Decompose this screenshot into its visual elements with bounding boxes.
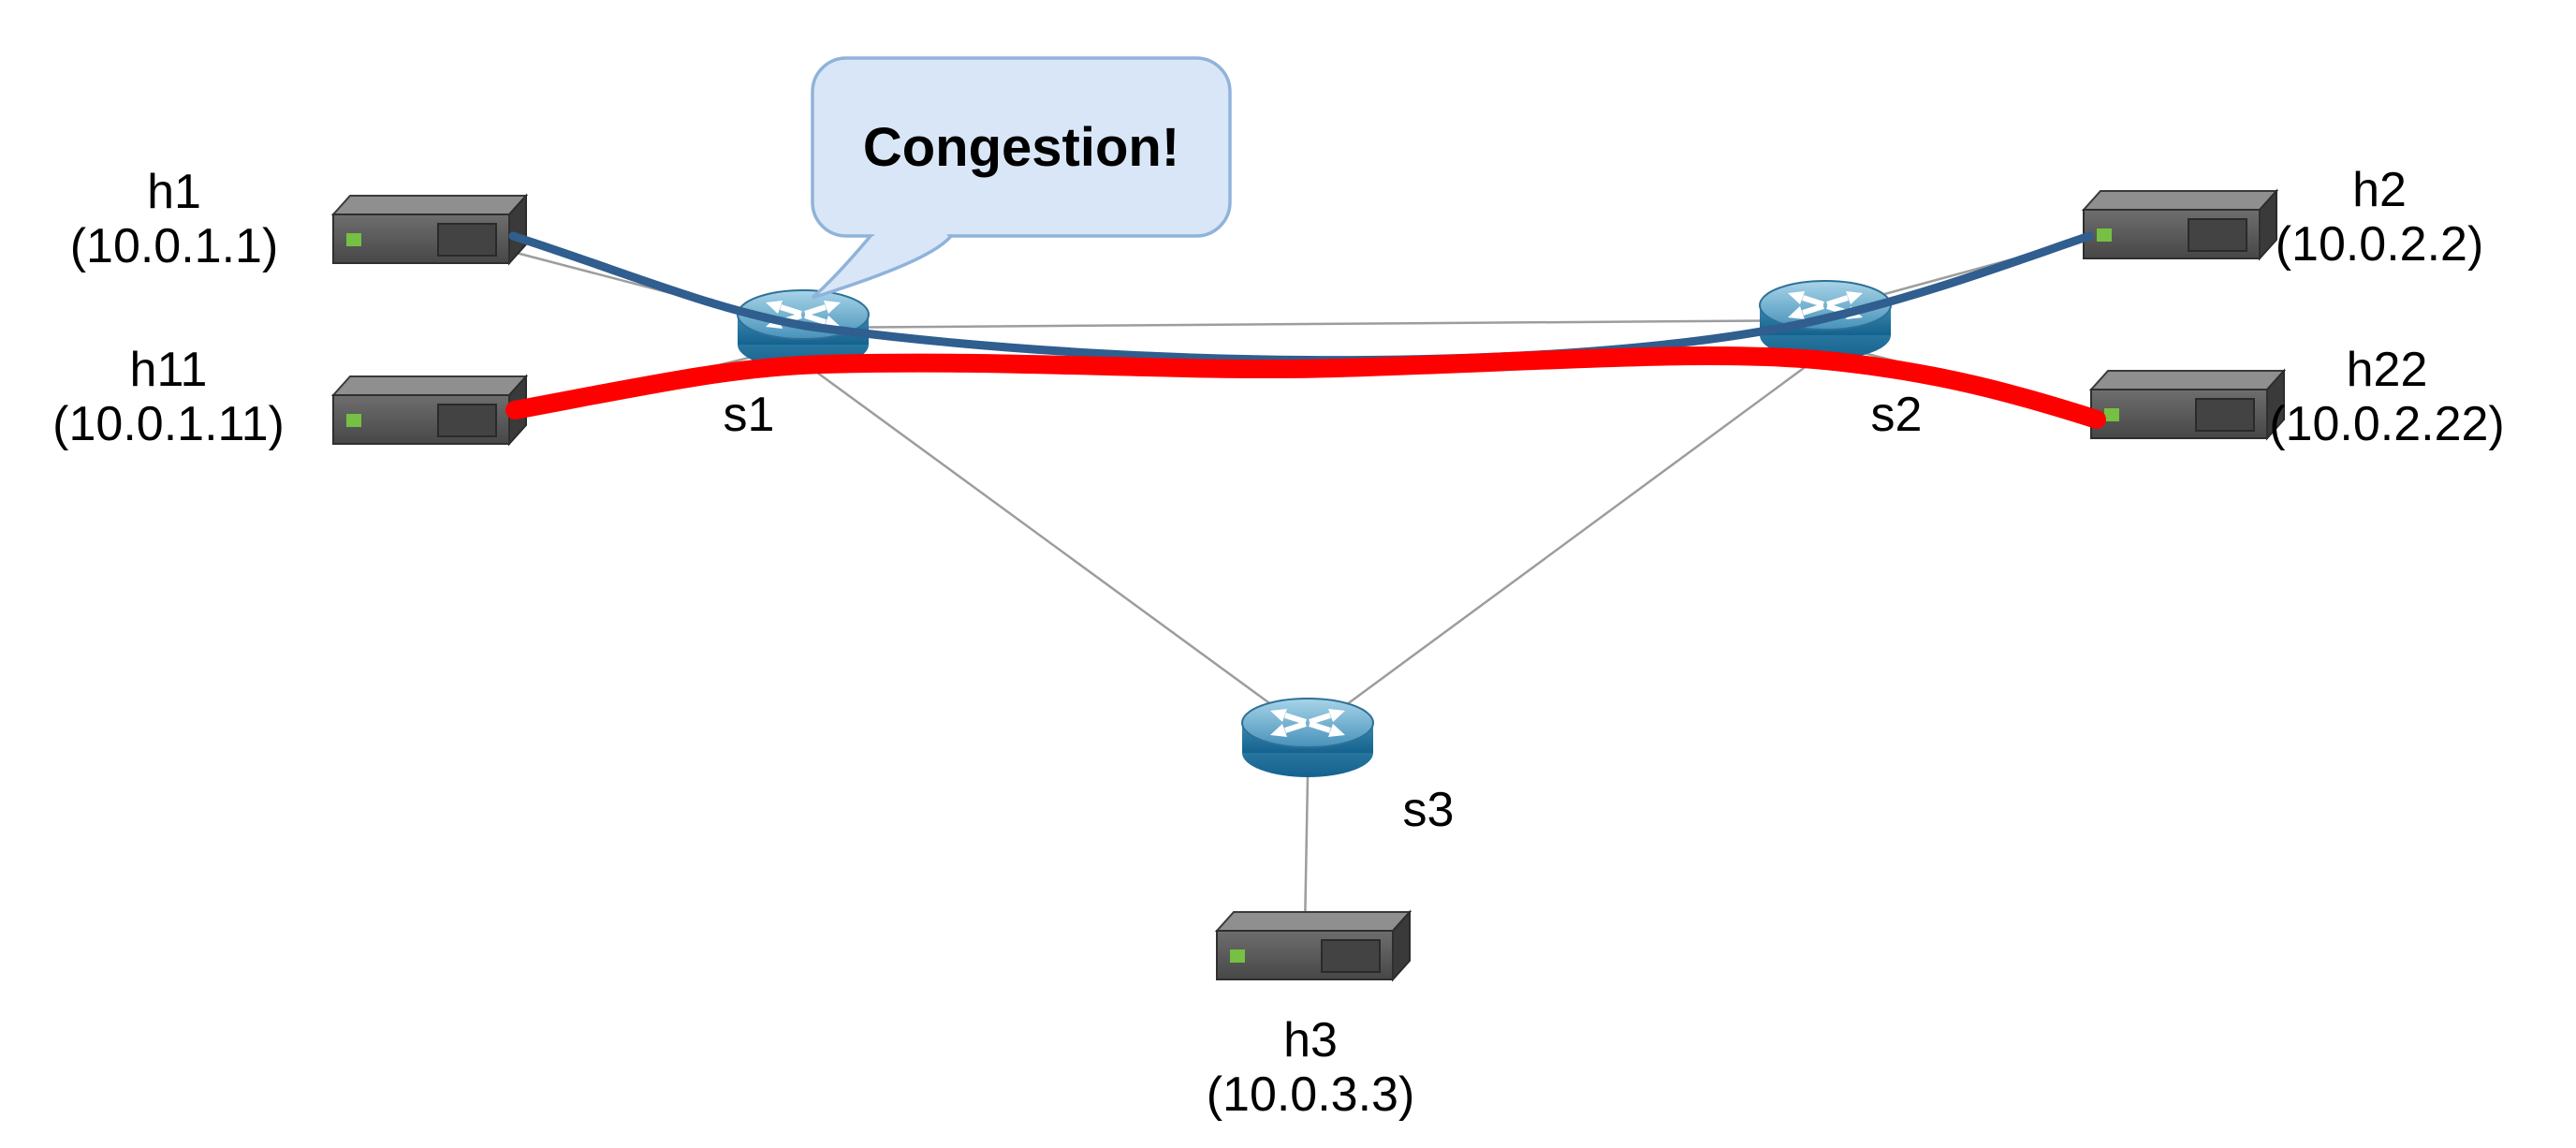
host-ip-h3: (10.0.3.3) [1207,1067,1415,1122]
callout-tail-patch [874,231,947,239]
host-icon-h3 [1216,911,1411,980]
switch-label-s2: s2 [1871,388,1923,442]
nodes [332,190,2285,980]
callout-text: Congestion! [863,117,1179,178]
host-icon-h11 [332,375,527,445]
host-label-h11: h11 [130,343,208,397]
host-ip-h2: (10.0.2.2) [2276,217,2484,272]
host-label-h1: h1 [147,165,201,219]
callout-tail-fill [812,236,951,298]
host-icon-h2 [2083,190,2277,259]
callout-tail-outline [811,234,953,300]
host-label-h2: h2 [2352,163,2407,217]
host-ip-h1: (10.0.1.1) [70,219,279,273]
link-s2-s3 [1321,356,1819,725]
red-flow-path [505,346,2106,429]
link-s3-h3 [1303,776,1310,932]
labels: h1 (10.0.1.1) h11 (10.0.1.11) h2 (10.0.2… [52,163,2505,1122]
host-icon-h22 [2090,370,2285,439]
host-ip-h11: (10.0.1.11) [52,397,285,451]
switch-label-s3: s3 [1403,783,1455,837]
host-icon-h1 [332,195,527,264]
switch-label-s1: s1 [724,388,775,442]
switch-icon-s3 [1242,699,1373,777]
host-label-h22: h22 [2347,343,2428,397]
callout-bubble [811,56,1232,238]
link-s1-s2 [802,318,1826,330]
host-ip-h22: (10.0.2.22) [2269,397,2505,451]
host-label-h3: h3 [1283,1013,1338,1067]
congestion-callout: Congestion! [811,56,1232,300]
link-s1-s3 [809,365,1297,725]
